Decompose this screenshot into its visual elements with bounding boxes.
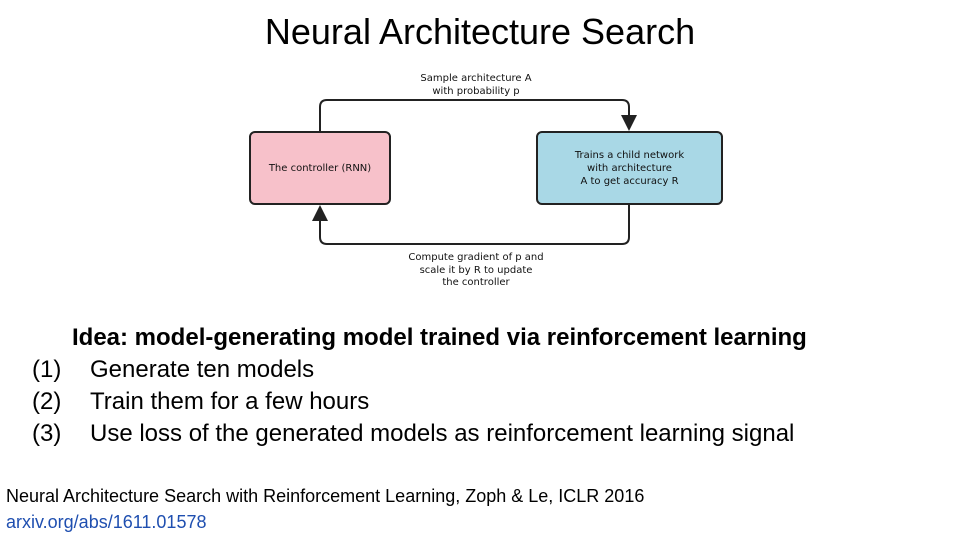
sample-architecture-label: Sample architecture A with probability p <box>420 73 532 97</box>
compute-gradient-label: Compute gradient of p and scale it by R … <box>408 252 544 288</box>
controller-box: The controller (RNN) <box>249 131 391 205</box>
bottom-edge-arrow <box>312 205 630 245</box>
step-text: Use loss of the generated models as rein… <box>90 420 795 447</box>
step-text: Train them for a few hours <box>90 388 370 415</box>
step-number: (3) <box>32 420 62 447</box>
top-edge-arrow <box>319 99 637 131</box>
idea-heading: Idea: model-generating model trained via… <box>72 324 807 351</box>
diagram-edges <box>312 99 637 245</box>
step-item: (1) Generate ten models <box>32 354 794 386</box>
step-item: (2) Train them for a few hours <box>32 386 794 418</box>
paper-citation: Neural Architecture Search with Reinforc… <box>6 486 645 506</box>
nas-diagram: The controller (RNN) Trains a child netw… <box>249 73 723 288</box>
child-network-box: Trains a child network with architecture… <box>536 131 723 205</box>
step-item: (3) Use loss of the generated models as r… <box>32 418 794 450</box>
step-text: Generate ten models <box>90 356 315 383</box>
step-number: (2) <box>32 388 62 415</box>
slide-title: Neural Architecture Search <box>264 11 696 52</box>
step-number: (1) <box>32 356 62 383</box>
steps-list: (1) Generate ten models (2) Train them for… <box>32 354 794 450</box>
arxiv-link[interactable]: arxiv.org/abs/1611.01578 <box>6 512 207 532</box>
